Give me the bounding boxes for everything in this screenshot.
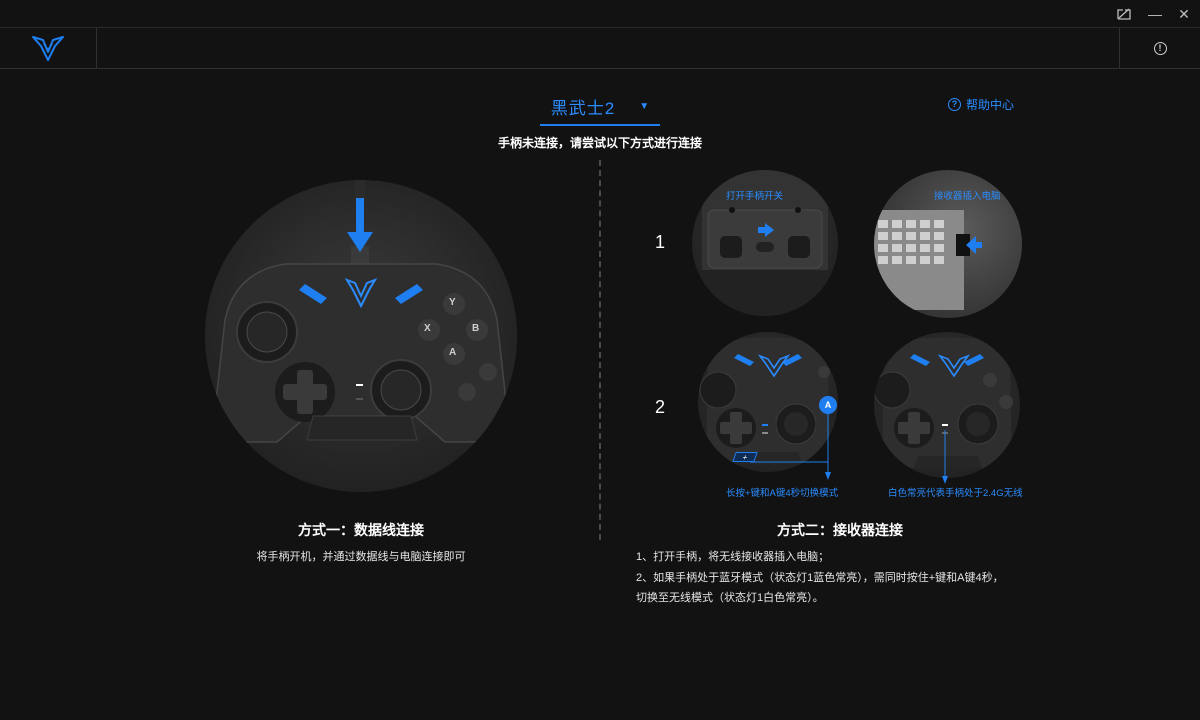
white-light-image: [874, 332, 1020, 478]
connection-status: 手柄未连接，请尝试以下方式进行连接: [497, 136, 702, 150]
method1-desc: 将手柄开机，并通过数据线与电脑连接即可: [256, 551, 466, 563]
pin-icon[interactable]: [1114, 4, 1134, 24]
method1-title: 方式一：数据线连接: [298, 522, 424, 538]
button-a-label: A: [449, 347, 457, 358]
step-number-2: 2: [655, 397, 666, 417]
switch-label: 打开手柄开关: [726, 191, 784, 202]
close-icon[interactable]: ✕: [1178, 5, 1190, 22]
press-label: 长按+键和A键4秒切换模式: [726, 488, 839, 499]
title-bar: — ✕: [0, 0, 1200, 28]
method2-desc-line-2: 2、如果手柄处于蓝牙模式（状态灯1蓝色常亮），需同时按住+键和A键4秒，: [636, 572, 1004, 584]
device-selector[interactable]: 黑武士2 ▼: [540, 88, 660, 126]
brand-logo-icon: [32, 36, 64, 61]
a-button-highlight: A: [819, 396, 837, 414]
step-number-1: 1: [655, 232, 666, 252]
button-b-label: B: [472, 323, 480, 334]
minimize-icon[interactable]: —: [1148, 6, 1162, 22]
button-y-label: Y: [449, 297, 456, 308]
info-button[interactable]: !: [1119, 28, 1200, 68]
device-name: 黑武士2: [550, 98, 616, 118]
caret-down-icon: ▼: [639, 100, 650, 112]
app-header: !: [0, 28, 1200, 69]
help-label: 帮助中心: [966, 97, 1015, 112]
help-icon: ?: [948, 97, 961, 111]
info-icon: !: [1153, 41, 1167, 55]
method2-title: 方式二：接收器连接: [777, 522, 903, 538]
method2-desc-line-3: 切换至无线模式（状态灯1白色常亮）。: [636, 592, 824, 604]
white-light-label: 白色常亮代表手柄处于2.4G无线: [888, 488, 1023, 499]
press-buttons-image: [698, 332, 838, 472]
logo-cell[interactable]: [0, 28, 97, 68]
help-center-link[interactable]: ? 帮助中心: [948, 94, 1014, 114]
controller-switch-image: 打开手柄开关: [692, 170, 838, 316]
press-pointer-lines: [750, 414, 831, 480]
method2-desc-line-1: 1、打开手柄，将无线接收器插入电脑；: [636, 551, 830, 563]
divider: [599, 160, 601, 540]
receiver-label: 接收器插入电脑: [934, 191, 1001, 202]
button-x-label: X: [424, 323, 431, 334]
wired-controller-image: Y B X A: [205, 180, 517, 492]
receiver-laptop-image: 接收器插入电脑: [874, 170, 1022, 318]
light-pointer-line: [942, 430, 948, 484]
